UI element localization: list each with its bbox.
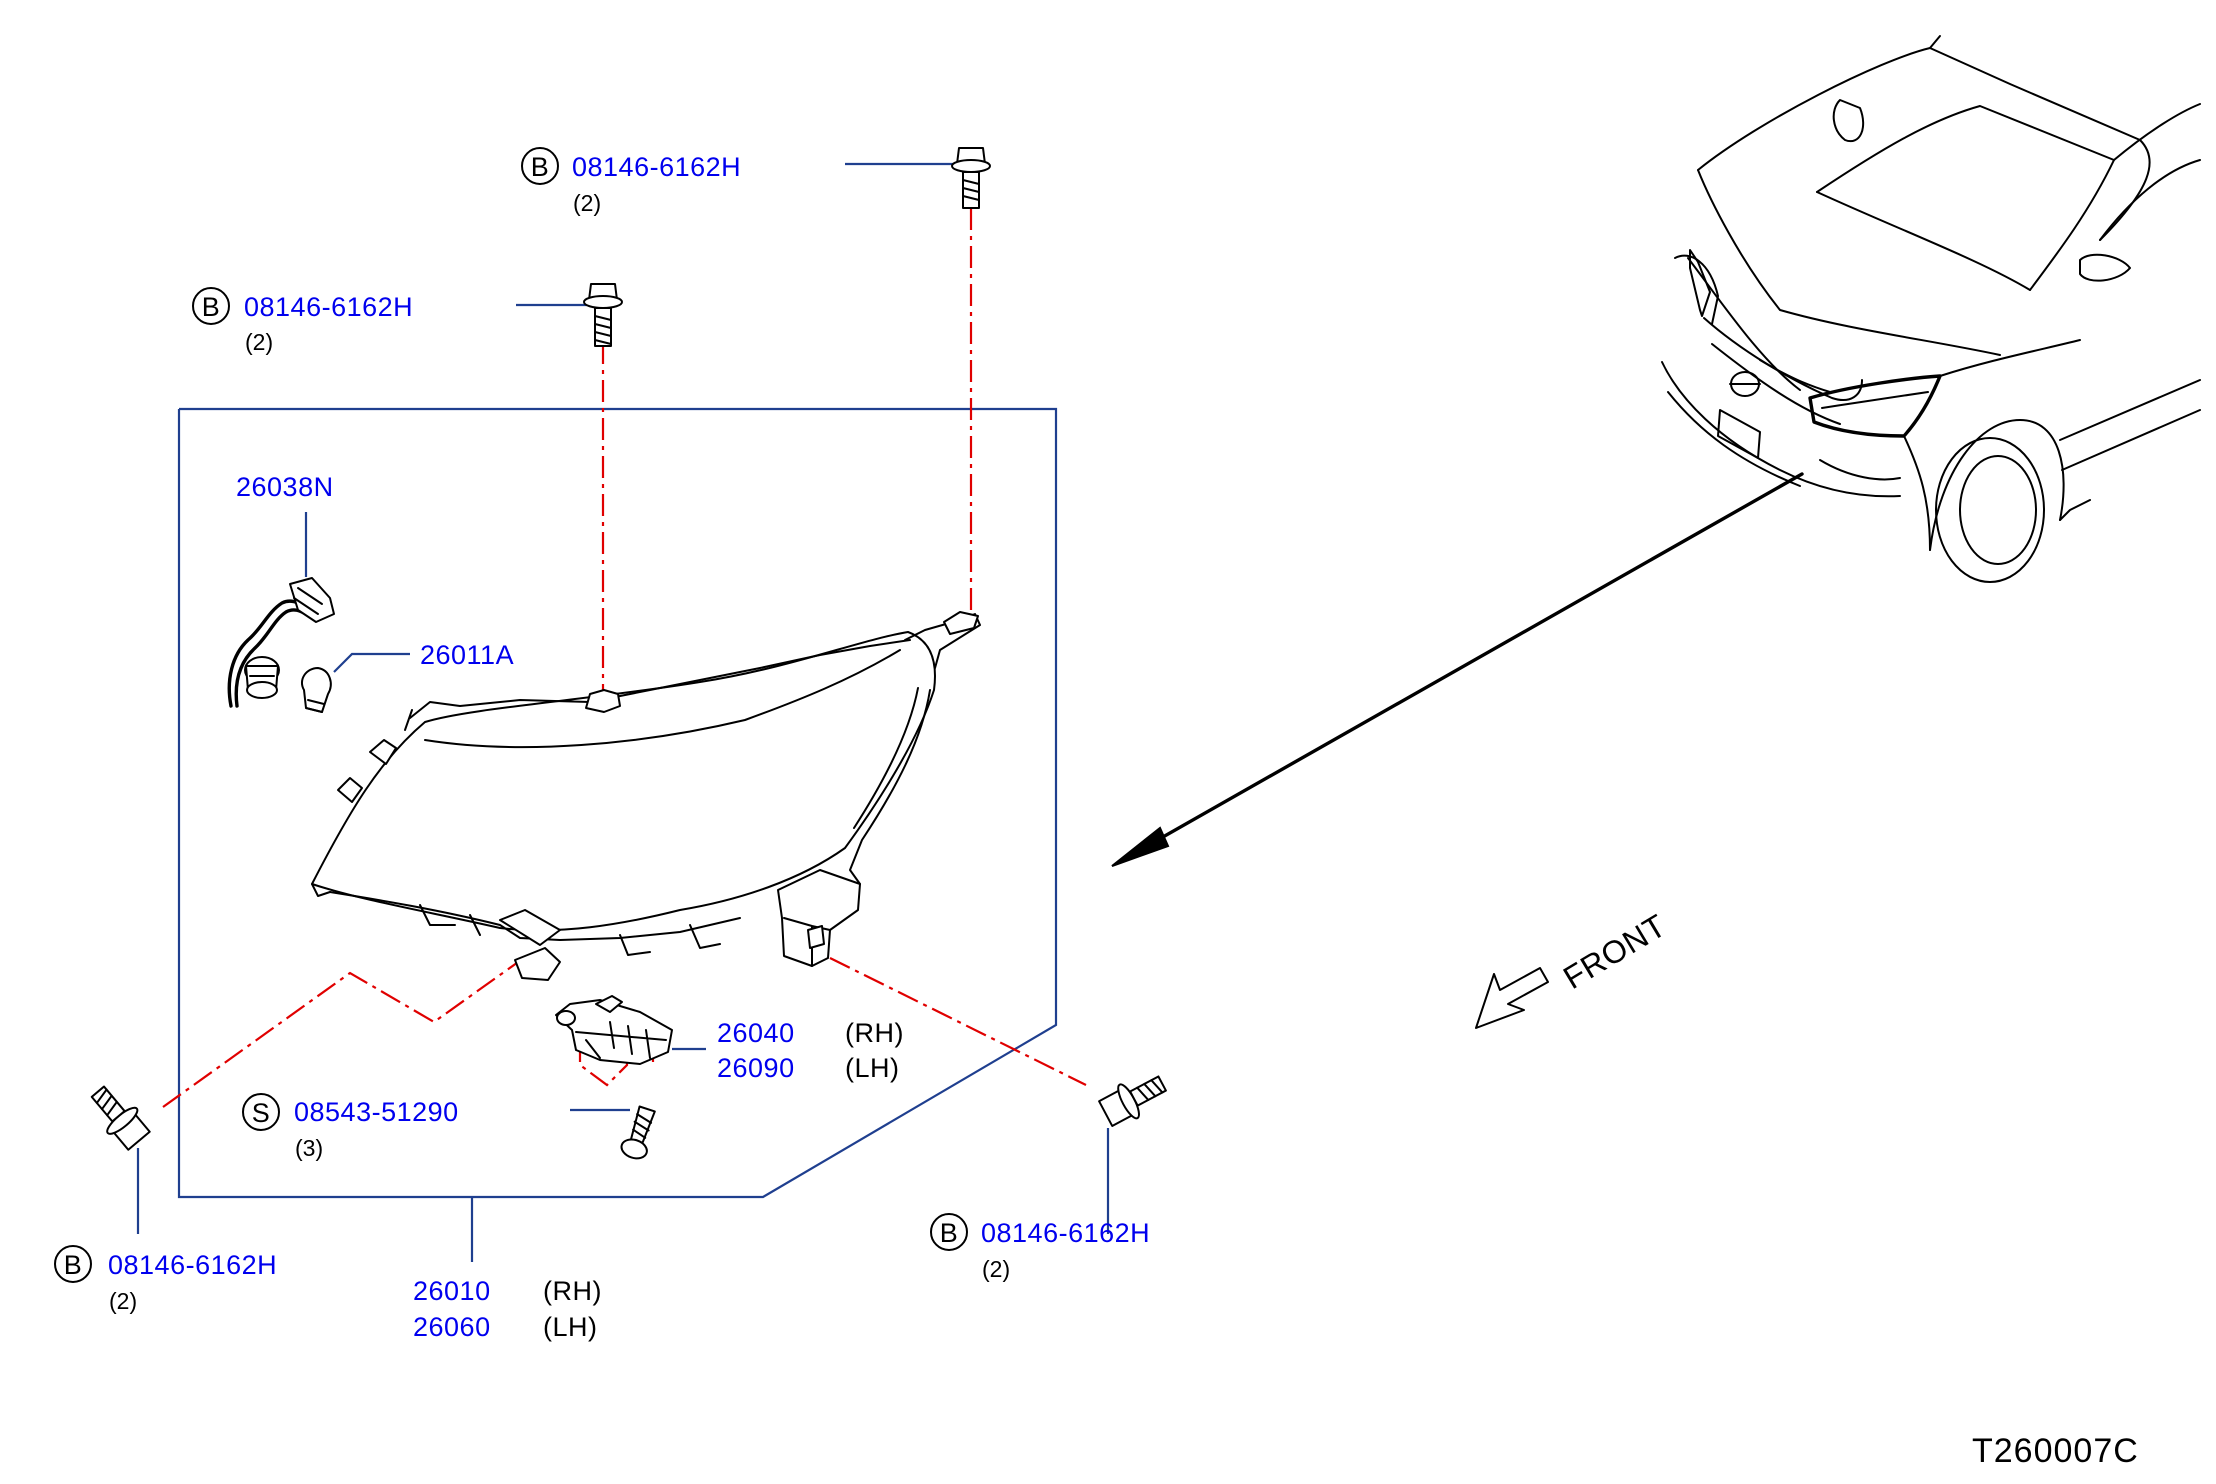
part-number-bolt-bottom-right[interactable]: 08146-6162H <box>981 1218 1150 1248</box>
part-number-headlamp-rh[interactable]: 26010 <box>413 1276 491 1306</box>
qty-bolt-bottom-left: (2) <box>109 1288 137 1314</box>
svg-text:B: B <box>531 152 550 182</box>
vehicle-illustration <box>1661 35 2201 583</box>
qty-bolt-top-left: (2) <box>245 329 273 355</box>
qty-bolt-bottom-right: (2) <box>982 1256 1010 1282</box>
bulb-part <box>300 667 332 713</box>
part-number-socket-harness[interactable]: 26038N <box>236 472 334 502</box>
screw-symbol: S <box>242 1093 280 1131</box>
part-number-bolt-bottom-left[interactable]: 08146-6162H <box>108 1250 277 1280</box>
part-number-bracket-rh[interactable]: 26040 <box>717 1018 795 1048</box>
part-number-headlamp-lh[interactable]: 26060 <box>413 1312 491 1342</box>
flange-bolt-bottom-right <box>1098 1075 1167 1127</box>
side-bracket-lh: (LH) <box>845 1053 900 1083</box>
bolt-symbol-top-right: B <box>521 147 559 185</box>
centerline-bolt-bottom-right <box>829 957 1087 1086</box>
side-headlamp-rh: (RH) <box>543 1276 602 1306</box>
leader-bulb <box>333 652 410 673</box>
assembly-group-outline <box>177 407 1058 1199</box>
socket-harness-part <box>227 577 335 708</box>
flange-bolt-top-left <box>583 283 623 347</box>
location-arrow-shaft <box>1138 472 1804 852</box>
bolt-symbol-top-left: B <box>192 287 230 325</box>
side-headlamp-lh: (LH) <box>543 1312 598 1342</box>
part-number-bolt-top-right[interactable]: 08146-6162H <box>572 152 741 182</box>
svg-text:B: B <box>64 1250 83 1280</box>
part-number-bulb[interactable]: 26011A <box>420 640 514 670</box>
svg-text:B: B <box>940 1218 959 1248</box>
svg-text:B: B <box>202 292 221 322</box>
bolt-symbol-bottom-left: B <box>54 1245 92 1283</box>
qty-screw: (3) <box>295 1135 323 1161</box>
bolt-symbol-bottom-right: B <box>930 1213 968 1251</box>
flange-bolt-top-right <box>951 147 991 209</box>
diagram-code: T260007C <box>1972 1432 2139 1470</box>
headlamp-assembly-part <box>311 611 981 981</box>
centerline-bolt-bottom-left <box>162 954 529 1108</box>
bracket-part <box>555 995 673 1065</box>
location-arrowhead <box>1111 826 1170 867</box>
tapping-screw <box>620 1105 656 1160</box>
side-bracket-rh: (RH) <box>845 1018 904 1048</box>
front-arrow-icon <box>1475 967 1549 1029</box>
part-number-bracket-lh[interactable]: 26090 <box>717 1053 795 1083</box>
part-number-bolt-top-left[interactable]: 08146-6162H <box>244 292 413 322</box>
part-number-screw[interactable]: 08543-51290 <box>294 1097 459 1127</box>
flange-bolt-bottom-left <box>90 1085 151 1151</box>
svg-text:S: S <box>252 1098 271 1128</box>
qty-bolt-top-right: (2) <box>573 190 601 216</box>
front-direction-label: FRONT <box>1557 907 1672 996</box>
